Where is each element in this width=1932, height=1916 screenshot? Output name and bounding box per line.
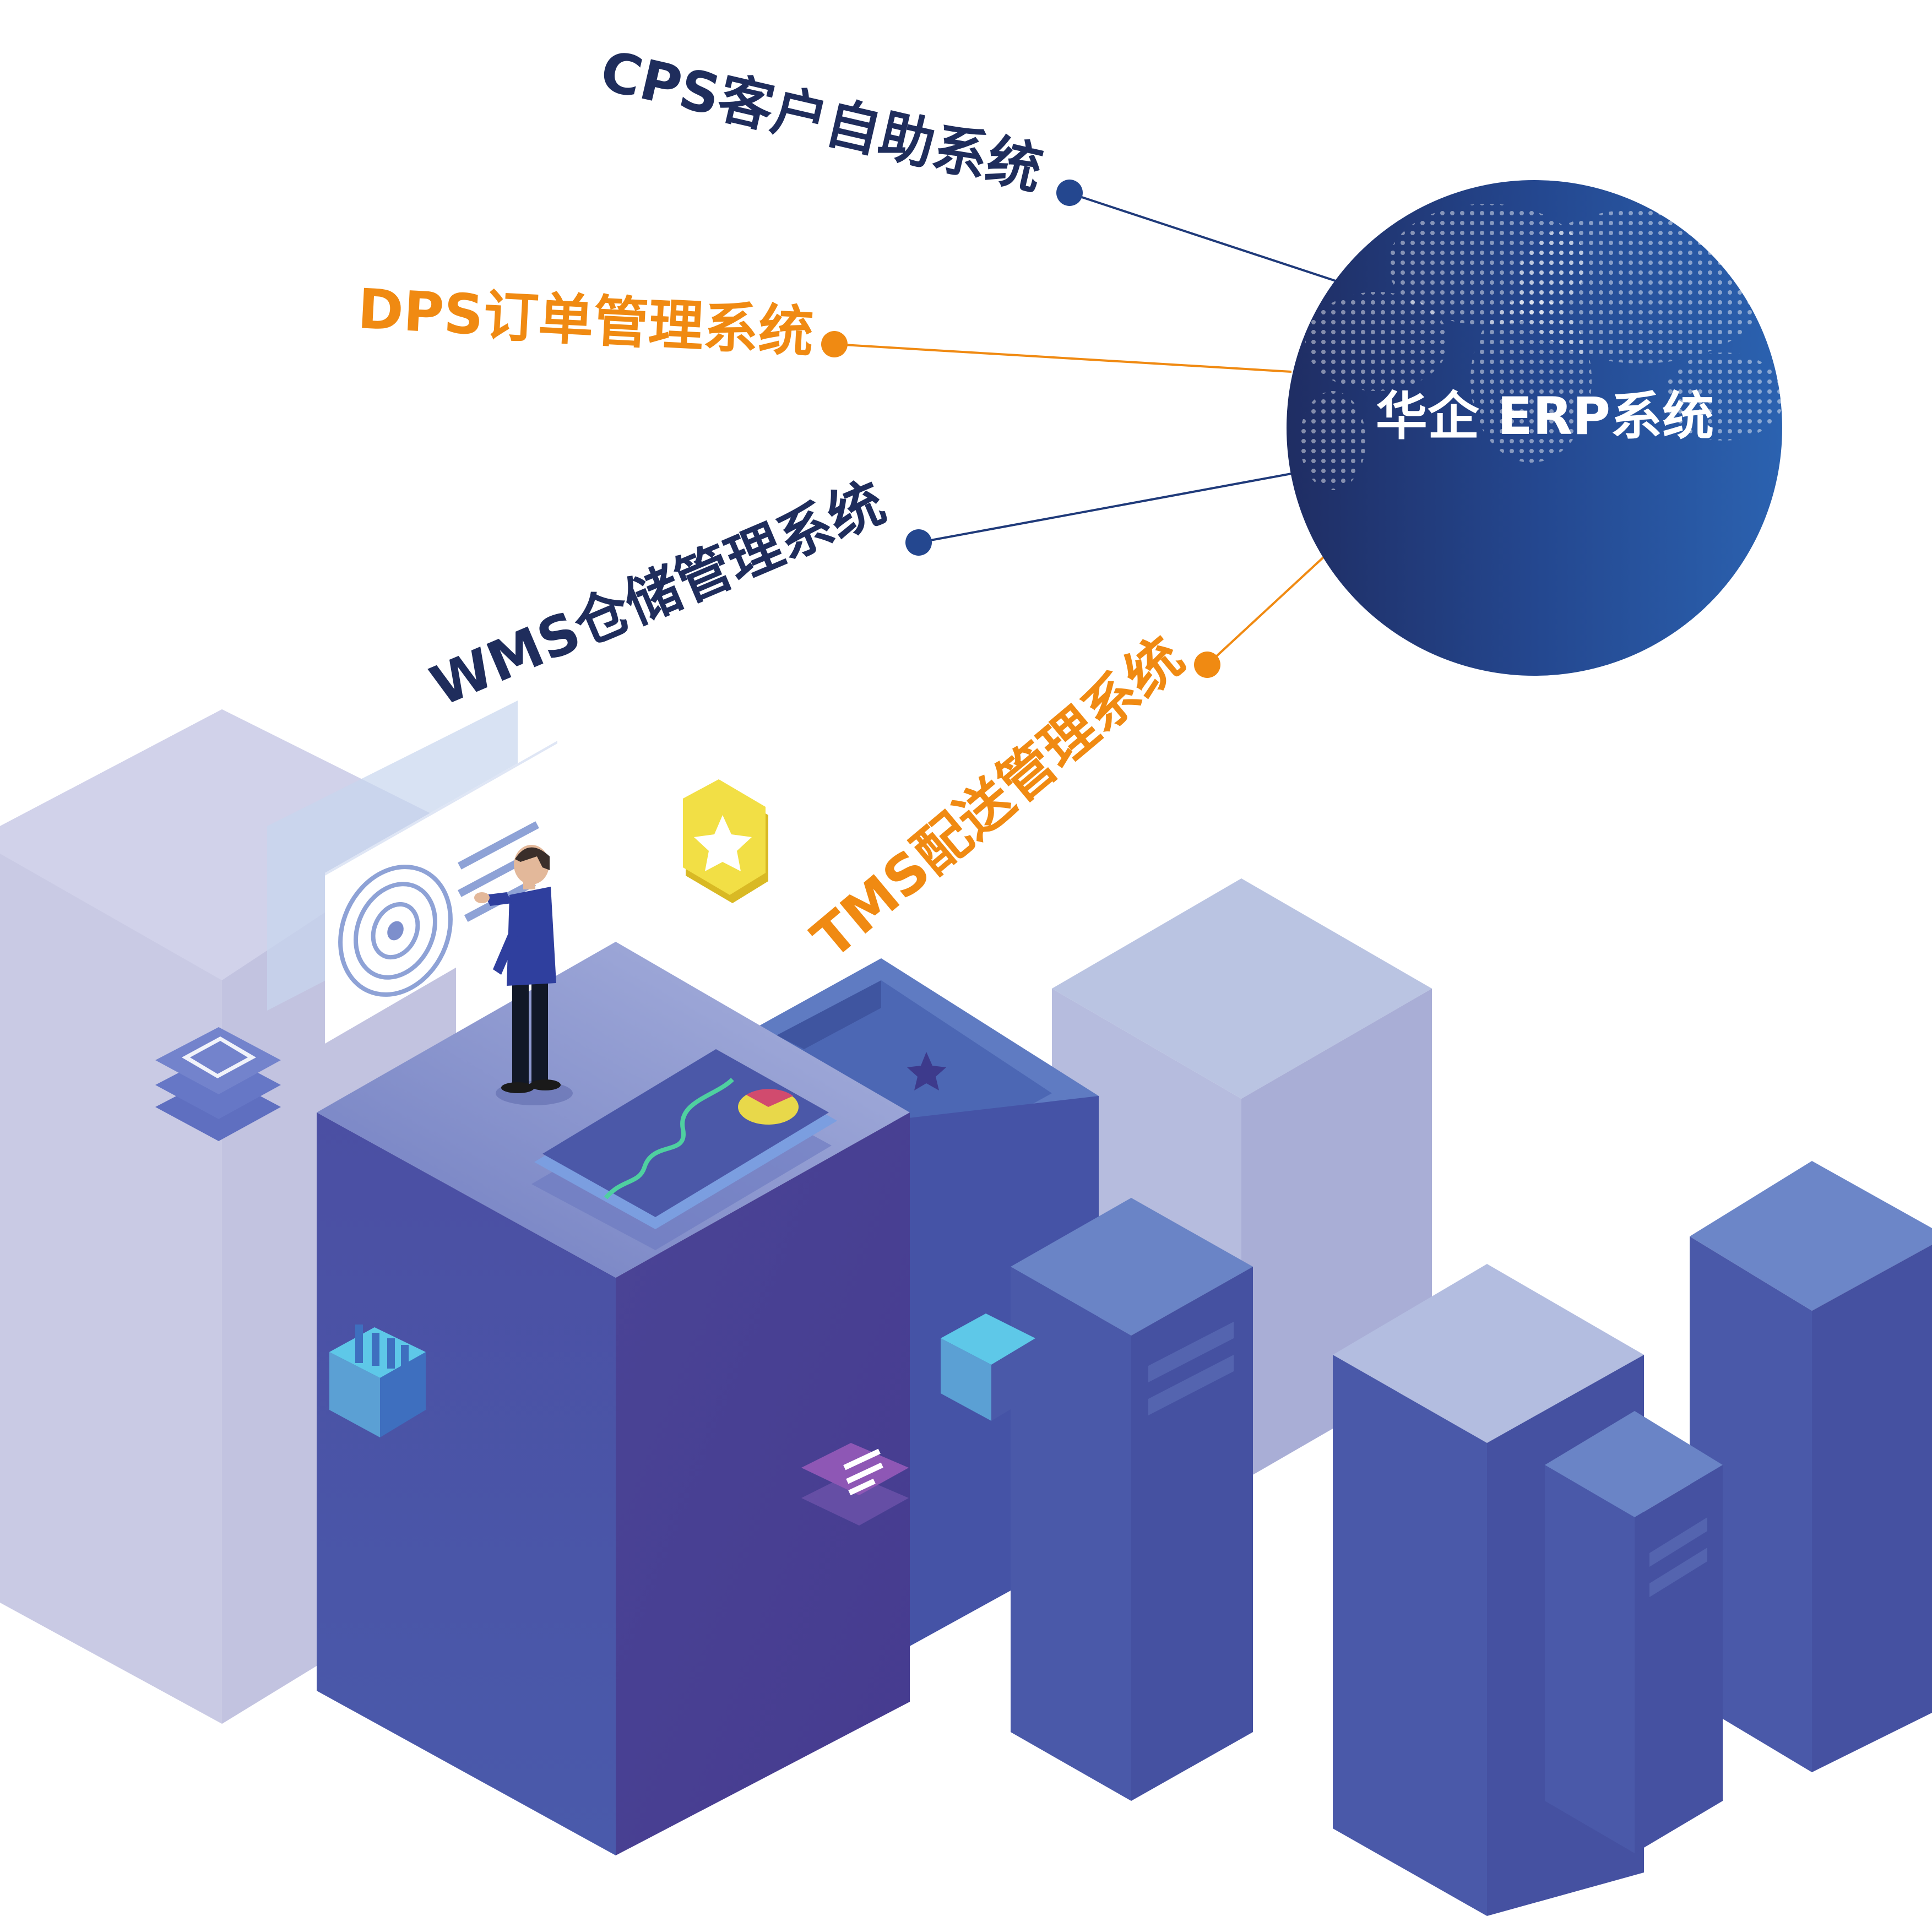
- label-tms: TMS配送管理系统: [800, 625, 1195, 971]
- label-dps: DPS订单管理系统: [356, 276, 815, 365]
- dot-wms: [905, 529, 932, 556]
- floating-cube: [941, 1313, 1035, 1421]
- label-wms: WMS仓储管理系统: [422, 470, 894, 719]
- connector-lines: [834, 192, 1336, 666]
- world-map-dots: [1300, 204, 1782, 490]
- connector-tms: [1206, 555, 1326, 666]
- pie-chart-icon: [738, 1089, 799, 1125]
- star-icon: [907, 1052, 946, 1090]
- person-figure: [474, 845, 573, 1105]
- server-tower-right-tall: [1690, 1161, 1932, 1772]
- dot-cps: [1056, 180, 1083, 206]
- list-icon: [801, 1443, 909, 1526]
- target-icon: [338, 865, 453, 997]
- connector-dots: [821, 180, 1220, 678]
- label-cps: CPS客户自助系统: [595, 38, 1049, 202]
- building-main: [317, 942, 910, 1855]
- phone-panel: [531, 1049, 837, 1250]
- bar-chart-icon: [329, 1325, 426, 1437]
- connector-cps: [1068, 192, 1336, 282]
- tablet-icon: [155, 1027, 281, 1141]
- dot-dps: [821, 331, 848, 357]
- floating-screen: [267, 701, 557, 1044]
- connector-dps: [834, 343, 1292, 373]
- star-badge: [683, 779, 768, 903]
- erp-globe: [1287, 180, 1782, 676]
- connector-wms: [918, 473, 1292, 544]
- star-icon: [694, 815, 752, 871]
- hub-label: 华企 ERP系统: [1376, 387, 1714, 447]
- server-tower-right-short: [1545, 1411, 1723, 1853]
- dot-tms: [1194, 652, 1220, 678]
- server-tower-center: [1011, 1198, 1253, 1801]
